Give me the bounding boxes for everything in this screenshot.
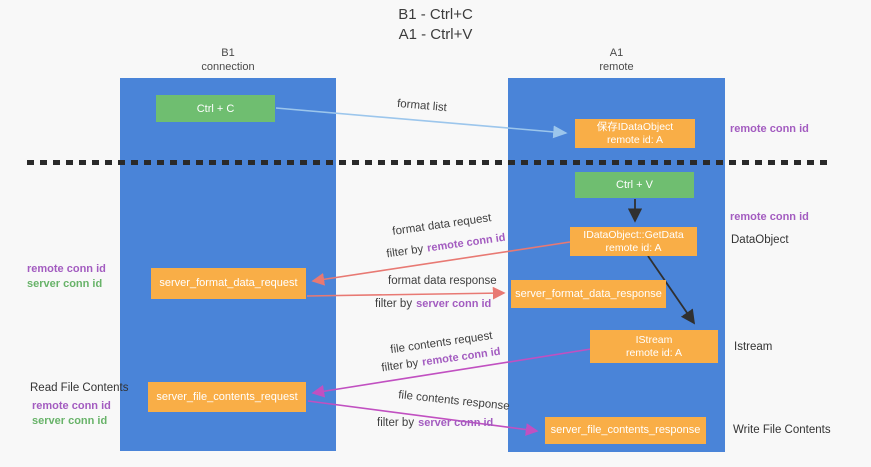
- ctrl-v-node: Ctrl + V: [575, 172, 694, 198]
- getdata-line1: IDataObject::GetData: [583, 228, 684, 241]
- server-file-contents-request-node: server_file_contents_request: [148, 382, 306, 412]
- istream-side-label: Istream: [734, 341, 773, 353]
- right-column-header: A1 remote: [508, 46, 725, 74]
- arrow-format-data-response: [306, 286, 506, 300]
- getdata-node: IDataObject::GetData remote id: A: [570, 227, 697, 256]
- title-line-2: A1 - Ctrl+V: [398, 26, 473, 43]
- server-file-contents-response-node: server_file_contents_response: [545, 417, 706, 444]
- title-line-1: B1 - Ctrl+C: [398, 6, 473, 23]
- server-conn-id-filter-1: server conn id: [416, 298, 492, 310]
- server-file-contents-request-label: server_file_contents_request: [156, 390, 298, 403]
- ctrl-v-label: Ctrl + V: [616, 179, 653, 191]
- remote-conn-id-right-mid: remote conn id: [730, 211, 809, 223]
- remote-conn-id-filter-1: remote conn id: [426, 231, 507, 255]
- filter-by-prefix: filter by: [385, 243, 425, 261]
- diagram-title: B1 - Ctrl+C A1 - Ctrl+V: [0, 5, 871, 45]
- left-column-subtitle: connection: [201, 61, 255, 73]
- server-format-data-request-node: server_format_data_request: [151, 268, 306, 299]
- format-data-response-label: format data response: [388, 275, 497, 287]
- server-conn-id-left-2: server conn id: [32, 415, 108, 427]
- filter-by-prefix: filter by: [375, 298, 413, 310]
- file-contents-response-label: file contents response: [397, 389, 511, 413]
- istream-line2: remote id: A: [625, 346, 683, 359]
- getdata-line2: remote id: A: [605, 241, 662, 254]
- read-file-contents-label: Read File Contents: [30, 382, 129, 394]
- remote-conn-id-left-2: remote conn id: [32, 400, 111, 412]
- server-conn-id-left-1: server conn id: [27, 278, 103, 290]
- ctrl-c-label: Ctrl + C: [196, 102, 235, 115]
- filter-by-prefix: filter by: [380, 357, 420, 375]
- right-column-subtitle: remote: [599, 61, 634, 73]
- dataobject-label: DataObject: [731, 234, 789, 246]
- format-data-request-label: format data request: [391, 212, 493, 238]
- save-idataobject-line1: 保存IDataObject: [596, 120, 674, 133]
- ctrl-c-node: Ctrl + C: [156, 95, 275, 122]
- server-format-data-response-label: server_format_data_response: [515, 287, 662, 300]
- istream-node: IStream remote id: A: [590, 330, 718, 363]
- left-column-header: B1 connection: [120, 46, 336, 74]
- server-format-data-response-node: server_format_data_response: [511, 280, 666, 308]
- remote-conn-id-right-top: remote conn id: [730, 123, 809, 135]
- server-format-data-request-label: server_format_data_request: [159, 277, 298, 289]
- dashed-separator: [27, 160, 833, 165]
- left-column-name: B1: [221, 47, 235, 59]
- format-list-label: format list: [396, 97, 448, 115]
- save-idataobject-line2: remote id: A: [606, 133, 664, 146]
- filter-by-prefix: filter by: [377, 417, 415, 429]
- remote-conn-id-left-1: remote conn id: [27, 263, 106, 275]
- server-conn-id-filter-2: server conn id: [418, 417, 494, 429]
- istream-line1: IStream: [635, 333, 673, 346]
- server-file-contents-response-label: server_file_contents_response: [550, 424, 701, 436]
- right-column-name: A1: [609, 47, 624, 59]
- write-file-contents-label: Write File Contents: [733, 424, 831, 436]
- save-idataobject-node: 保存IDataObject remote id: A: [575, 119, 695, 148]
